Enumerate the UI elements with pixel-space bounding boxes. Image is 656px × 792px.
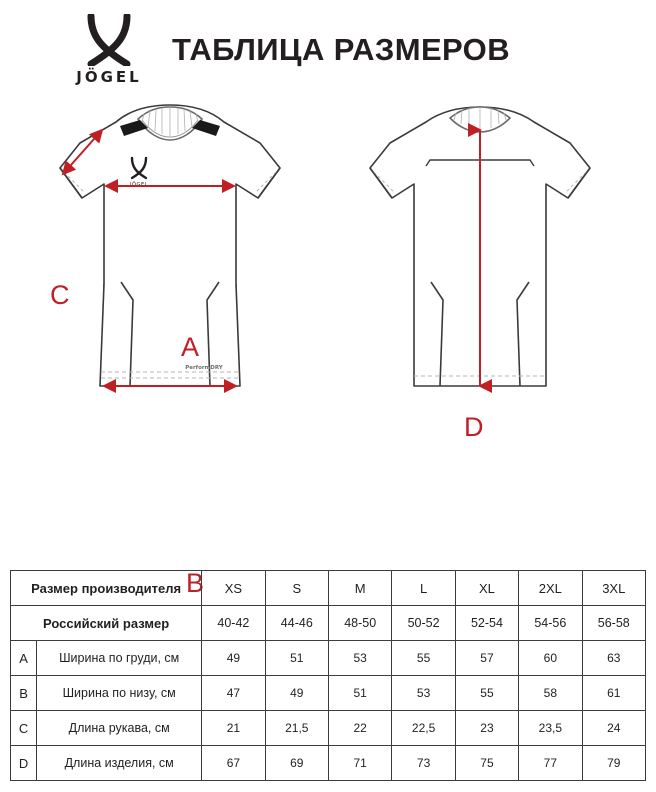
page-title: ТАБЛИЦА РАЗМЕРОВ: [172, 32, 510, 67]
table-row-manufacturer-size: Размер производителя XS S M L XL 2XL 3XL: [9, 570, 647, 606]
table-row: B Ширина по низу, см 47 49 51 53 55 58 6…: [9, 675, 647, 711]
cell-d-xs: 67: [201, 745, 266, 781]
cell-d-2xl: 77: [518, 745, 583, 781]
table-row: A Ширина по груди, см 49 51 53 55 57 60 …: [9, 640, 647, 676]
cell-d-xl: 75: [454, 745, 520, 781]
russian-size-l: 50-52: [391, 605, 456, 641]
cell-d-m: 71: [327, 745, 393, 781]
collar-icon: [136, 106, 204, 141]
brand-wordmark: JÖGEL: [76, 68, 142, 86]
cell-b-xs: 47: [201, 675, 266, 711]
cell-a-l: 55: [391, 640, 456, 676]
russian-size-2xl: 54-56: [518, 605, 583, 641]
cell-c-xs: 21: [201, 710, 266, 746]
russian-size-xs: 40-42: [201, 605, 266, 641]
russian-size-s: 44-46: [264, 605, 329, 641]
cell-a-3xl: 63: [581, 640, 647, 676]
measure-label-c: C: [50, 280, 70, 310]
size-header-xs: XS: [201, 570, 266, 606]
row-description-c: Длина рукава, см: [36, 710, 203, 746]
table-row-russian-size: Российский размер 40-42 44-46 48-50 50-5…: [9, 605, 647, 641]
cell-b-3xl: 61: [581, 675, 647, 711]
row-description-a: Ширина по груди, см: [36, 640, 203, 676]
row-letter-d: D: [9, 745, 38, 781]
row-description-b: Ширина по низу, см: [36, 675, 203, 711]
cell-c-xl: 23: [454, 710, 520, 746]
cell-b-2xl: 58: [518, 675, 583, 711]
size-header-3xl: 3XL: [581, 570, 647, 606]
cell-b-s: 49: [264, 675, 329, 711]
cell-b-m: 51: [327, 675, 393, 711]
russian-size-3xl: 56-58: [581, 605, 647, 641]
size-header-l: L: [391, 570, 456, 606]
cell-b-xl: 55: [454, 675, 520, 711]
cell-a-m: 53: [327, 640, 393, 676]
tshirt-front-view: JÖGEL PerformDRY: [59, 104, 281, 393]
row-letter-c: C: [9, 710, 38, 746]
cell-c-s: 21,5: [264, 710, 329, 746]
row-letter-b: B: [9, 675, 38, 711]
cell-a-xs: 49: [201, 640, 266, 676]
cell-c-l: 22,5: [391, 710, 456, 746]
illustration-area: JÖGEL PerformDRY: [0, 86, 656, 597]
cell-c-2xl: 23,5: [518, 710, 583, 746]
measure-arrow-c: [61, 128, 104, 176]
russian-size-label: Российский размер: [9, 605, 203, 641]
performdry-label: PerformDRY: [185, 365, 224, 371]
jogel-logo-icon: [87, 14, 131, 66]
cell-c-m: 22: [327, 710, 393, 746]
row-description-d: Длина изделия, см: [36, 745, 203, 781]
size-table: Размер производителя XS S M L XL 2XL 3XL…: [9, 570, 647, 781]
manufacturer-size-label: Размер производителя: [9, 570, 203, 606]
cell-a-xl: 57: [454, 640, 520, 676]
russian-size-m: 48-50: [327, 605, 393, 641]
cell-d-l: 73: [391, 745, 456, 781]
size-header-s: S: [264, 570, 329, 606]
measure-label-a: A: [181, 332, 200, 362]
measure-label-d: D: [464, 412, 484, 442]
table-row: C Длина рукава, см 21 21,5 22 22,5 23 23…: [9, 710, 647, 746]
cell-c-3xl: 24: [581, 710, 647, 746]
tshirt-back-view: [369, 106, 591, 393]
table-row: D Длина изделия, см 67 69 71 73 75 77 79: [9, 745, 647, 781]
cell-a-s: 51: [264, 640, 329, 676]
brand-logo: JÖGEL: [72, 14, 146, 86]
russian-size-xl: 52-54: [454, 605, 520, 641]
page-header: JÖGEL ТАБЛИЦА РАЗМЕРОВ: [0, 0, 656, 86]
row-letter-a: A: [9, 640, 38, 676]
cell-d-3xl: 79: [581, 745, 647, 781]
size-header-2xl: 2XL: [518, 570, 583, 606]
size-header-m: M: [327, 570, 393, 606]
cell-a-2xl: 60: [518, 640, 583, 676]
size-header-xl: XL: [454, 570, 520, 606]
cell-d-s: 69: [264, 745, 329, 781]
cell-b-l: 53: [391, 675, 456, 711]
